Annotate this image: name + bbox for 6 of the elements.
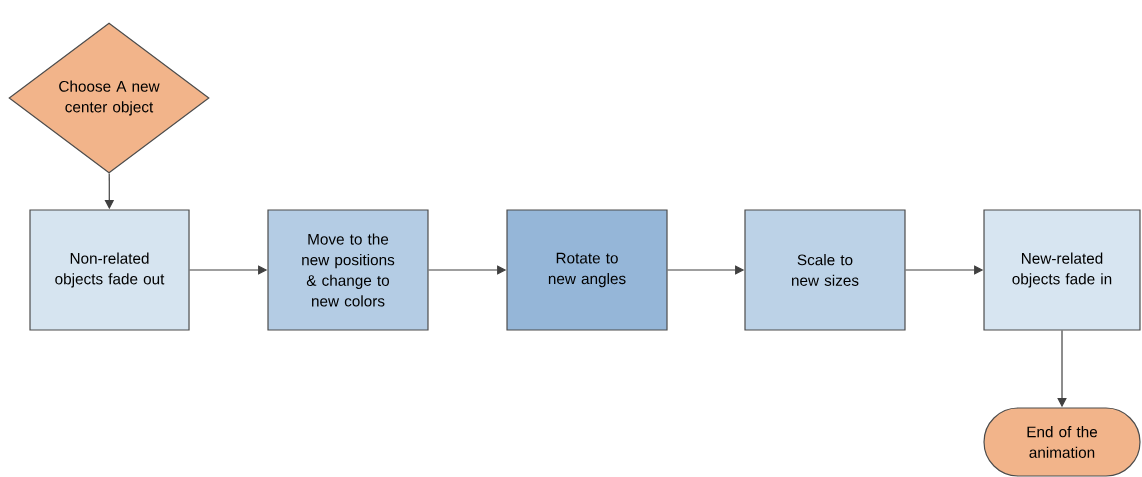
process-box: Non-related objects fade out bbox=[29, 209, 190, 331]
process-box: Move to the new positions & change to new colors bbox=[267, 209, 429, 331]
process-box: Rotate to new angles bbox=[506, 209, 668, 331]
terminator-oval: End of the animation bbox=[983, 407, 1141, 477]
process-box: New-related objects fade in bbox=[983, 209, 1141, 331]
process-box: Scale to new sizes bbox=[744, 209, 906, 331]
